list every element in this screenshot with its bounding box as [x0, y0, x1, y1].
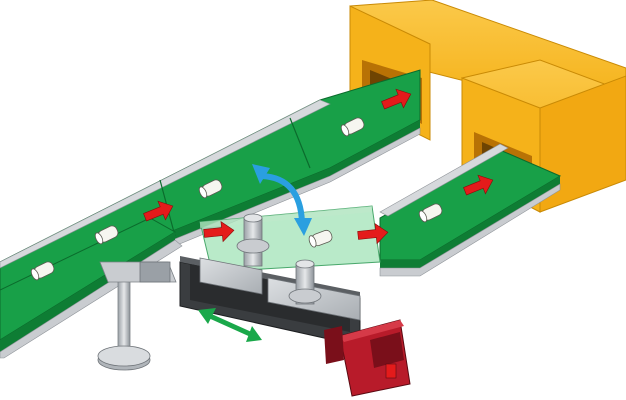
pivot-cylinder-left: [236, 213, 270, 267]
pivot-cylinder-right: [288, 259, 322, 305]
support-stand: [97, 261, 177, 371]
product-item: [340, 117, 365, 137]
conveyor-output: [379, 143, 562, 277]
product-item: [418, 203, 443, 223]
red-right-arrow-icon: [463, 174, 494, 196]
product-item: [198, 179, 223, 199]
red-right-arrow-icon: [143, 200, 174, 222]
product-items: [30, 117, 443, 281]
red-right-arrow-icon: [203, 221, 235, 243]
linear-actuator: [179, 256, 411, 397]
green-double-arrow-icon: [198, 308, 262, 342]
red-right-arrow-icon: [357, 223, 389, 245]
actuator-motor: [324, 319, 411, 397]
product-item: [30, 261, 55, 281]
flow-arrows: [143, 88, 494, 245]
red-right-arrow-icon: [381, 88, 412, 110]
blue-curved-double-arrow-icon: [252, 164, 312, 236]
product-item: [94, 225, 119, 245]
product-item: [308, 229, 333, 248]
